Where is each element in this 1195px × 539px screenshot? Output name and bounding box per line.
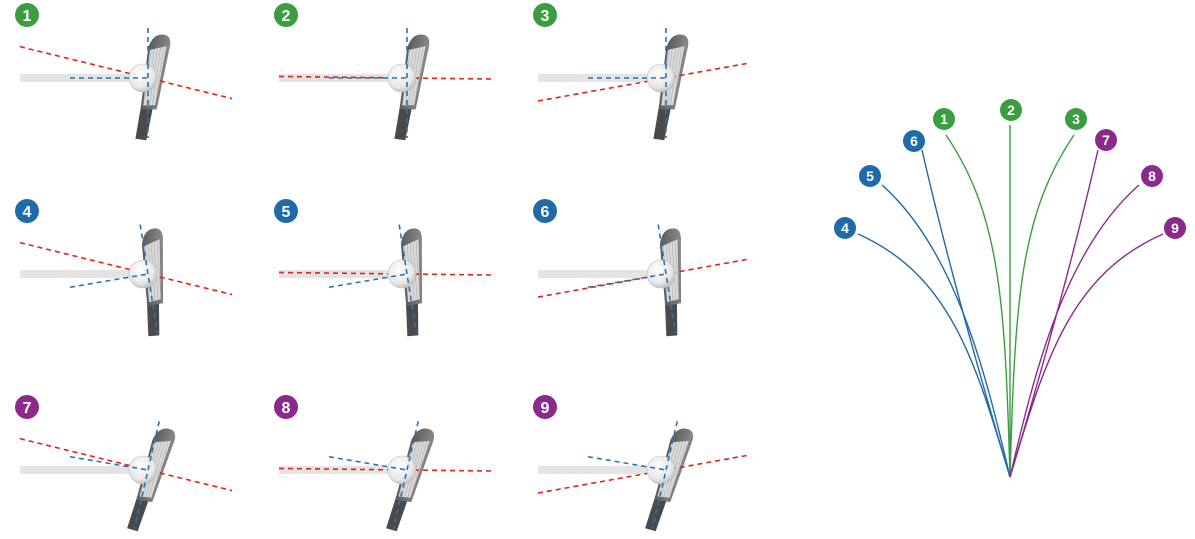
- golf-ball-icon: [387, 259, 417, 289]
- target-line-bar: [279, 466, 391, 474]
- flight-badge-3: 3: [1065, 108, 1087, 130]
- target-line-bar: [538, 466, 650, 474]
- face-normal-line: [657, 224, 677, 334]
- face-direction-line: [19, 45, 233, 100]
- badge-number: 1: [23, 8, 32, 25]
- face-direction-line: [19, 437, 233, 492]
- impact-panels: 1 2 3 4 5 6 7 8 9: [15, 3, 751, 532]
- golf-ball-icon: [128, 455, 158, 485]
- target-line-bar: [20, 74, 132, 82]
- flight-paths-chart: 1 2 3 4 5 6 7 8 9: [834, 99, 1186, 478]
- badge-number: 4: [23, 204, 32, 221]
- impact-panel-1: 1: [15, 3, 233, 141]
- impact-panel-9: 9: [533, 395, 751, 532]
- flight-path-3: [1009, 134, 1075, 478]
- flight-badge-1: 1: [933, 108, 955, 130]
- golf-ball-icon: [646, 259, 676, 289]
- badge-number: 6: [541, 204, 550, 221]
- flight-badge-2: 2: [1000, 99, 1022, 121]
- flight-badge-9: 9: [1164, 217, 1186, 239]
- impact-panel-4: 4: [15, 199, 233, 337]
- target-line-bar: [20, 270, 132, 278]
- badge-number: 8: [282, 400, 291, 417]
- face-direction-line: [19, 241, 233, 296]
- face-normal-line: [392, 421, 420, 529]
- badge-2: 2: [274, 3, 298, 27]
- impact-panel-2: 2: [274, 3, 492, 141]
- badge-5: 5: [274, 199, 298, 223]
- badge-9: 9: [533, 395, 557, 419]
- badge-number: 5: [866, 168, 874, 184]
- target-line-bar: [279, 270, 391, 278]
- face-normal-line: [139, 224, 159, 334]
- face-normal-line: [651, 421, 679, 529]
- club-path-line: [69, 273, 149, 289]
- badge-number: 2: [282, 8, 291, 25]
- face-normal-line: [133, 421, 161, 529]
- badge-number: 3: [1072, 111, 1080, 127]
- flight-path-1: [945, 134, 1011, 478]
- badge-number: 3: [541, 8, 550, 25]
- badge-number: 4: [841, 220, 849, 236]
- flight-path-4: [857, 233, 1011, 478]
- badge-number: 1: [940, 111, 948, 127]
- flight-path-6: [921, 149, 1011, 478]
- flight-path-7: [1009, 149, 1099, 478]
- badge-number: 7: [1102, 132, 1110, 148]
- golf-ball-icon: [128, 259, 158, 289]
- target-line-bar: [538, 74, 650, 82]
- flight-path-9: [1009, 233, 1164, 478]
- badge-number: 9: [1171, 220, 1179, 236]
- badge-number: 2: [1007, 102, 1015, 118]
- badge-number: 7: [23, 400, 32, 417]
- flight-badge-6: 6: [903, 130, 925, 152]
- club-path-line: [69, 455, 149, 471]
- flight-path-5: [881, 184, 1011, 478]
- impact-panel-6: 6: [533, 199, 751, 337]
- flight-badge-8: 8: [1141, 165, 1163, 187]
- target-line-bar: [20, 466, 132, 474]
- badge-4: 4: [15, 199, 39, 223]
- badge-number: 5: [282, 204, 291, 221]
- impact-panel-7: 7: [15, 395, 233, 532]
- club-path-line: [587, 273, 667, 289]
- club-path-line: [328, 455, 408, 471]
- badge-8: 8: [274, 395, 298, 419]
- target-line-bar: [279, 74, 391, 82]
- flight-path-8: [1009, 184, 1140, 478]
- badge-1: 1: [15, 3, 39, 27]
- face-normal-line: [398, 224, 418, 334]
- badge-number: 6: [910, 133, 918, 149]
- badge-number: 8: [1148, 168, 1156, 184]
- target-line-bar: [538, 270, 650, 278]
- impact-panel-5: 5: [274, 199, 492, 337]
- impact-panel-8: 8: [274, 395, 492, 532]
- golf-ball-icon: [646, 455, 676, 485]
- flight-badge-4: 4: [834, 217, 856, 239]
- badge-number: 9: [541, 400, 550, 417]
- impact-panel-3: 3: [533, 3, 751, 141]
- golf-ball-icon: [387, 455, 417, 485]
- club-path-line: [587, 455, 667, 471]
- club-path-line: [328, 273, 408, 289]
- flight-badge-7: 7: [1095, 129, 1117, 151]
- badge-3: 3: [533, 3, 557, 27]
- badge-7: 7: [15, 395, 39, 419]
- badge-6: 6: [533, 199, 557, 223]
- flight-badge-5: 5: [859, 165, 881, 187]
